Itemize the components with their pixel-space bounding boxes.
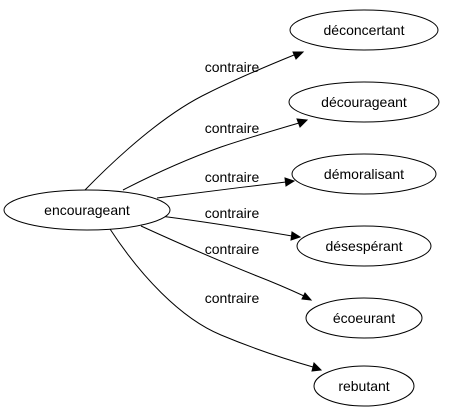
node-label: déconcertant xyxy=(324,22,405,38)
arrowhead-icon xyxy=(290,231,302,241)
node-ellipse xyxy=(288,81,440,123)
arrowhead-icon xyxy=(311,362,323,372)
source-node-label: encourageant xyxy=(44,202,130,218)
node-ellipse xyxy=(305,297,423,339)
edge-label: contraire xyxy=(205,169,260,185)
node-label: décourageant xyxy=(321,94,407,110)
source-node-ellipse xyxy=(3,189,171,231)
node-label: rebutant xyxy=(338,378,389,394)
node-demoralisant: démoralisant xyxy=(291,153,437,195)
node-decourageant: décourageant xyxy=(288,81,440,123)
arrowhead-icon xyxy=(301,292,313,301)
edge-line xyxy=(122,122,300,191)
edge-desesperant: contraire xyxy=(159,205,302,241)
edge-label: contraire xyxy=(205,205,260,221)
edge-rebutant: contraire xyxy=(109,228,323,372)
arrowhead-icon xyxy=(292,51,305,60)
node-deconcertant: déconcertant xyxy=(289,9,439,51)
node-label: démoralisant xyxy=(324,166,404,182)
node-desesperant: désespérant xyxy=(296,225,432,267)
node-label: désespérant xyxy=(325,238,402,254)
edge-line xyxy=(156,181,287,199)
edge-label: contraire xyxy=(205,290,260,306)
node-ellipse xyxy=(313,365,415,407)
edge-demoralisant: contraire xyxy=(156,169,296,199)
edge-line xyxy=(83,54,295,192)
node-label: écoeurant xyxy=(333,310,395,326)
node-ellipse xyxy=(289,9,439,51)
edge-line xyxy=(140,225,305,297)
node-ellipse xyxy=(296,225,432,267)
arrowhead-icon xyxy=(284,177,296,187)
edge-label: contraire xyxy=(205,241,260,257)
source-node: encourageant xyxy=(3,189,171,231)
edges: contraire contraire contraire contraire … xyxy=(83,51,323,372)
node-ecoeurant: écoeurant xyxy=(305,297,423,339)
edge-ecoeurant: contraire xyxy=(140,225,313,301)
edge-label: contraire xyxy=(205,120,260,136)
node-ellipse xyxy=(291,153,437,195)
edge-line xyxy=(159,215,293,237)
edge-label: contraire xyxy=(205,59,260,75)
edge-deconcertant: contraire xyxy=(83,51,305,192)
arrowhead-icon xyxy=(296,118,309,128)
edge-decourageant: contraire xyxy=(122,118,309,191)
target-nodes: déconcertant décourageant démoralisant d… xyxy=(288,9,440,407)
node-rebutant: rebutant xyxy=(313,365,415,407)
edge-line xyxy=(109,228,314,368)
